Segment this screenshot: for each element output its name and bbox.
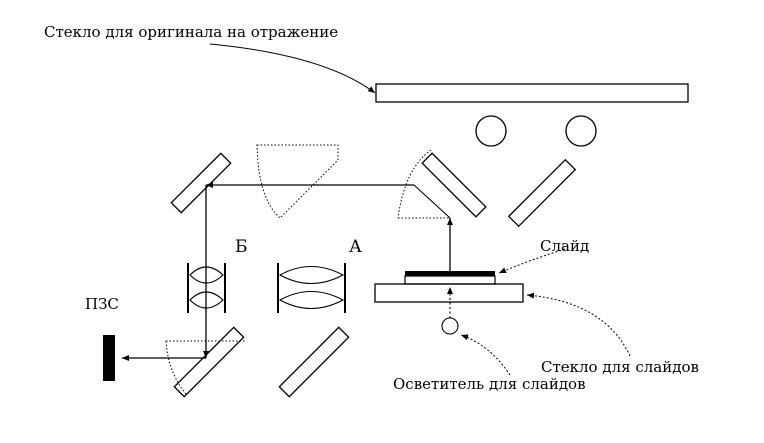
lamp-right bbox=[565, 115, 597, 147]
callout-slide-glass bbox=[526, 292, 631, 357]
ccd-sensor bbox=[103, 335, 115, 381]
mirror-bottom-middle bbox=[278, 326, 350, 398]
mirror-far-right bbox=[507, 158, 577, 228]
lens-a bbox=[277, 263, 346, 313]
slide-illuminator bbox=[441, 317, 459, 335]
lens-b bbox=[187, 263, 226, 313]
slide bbox=[405, 271, 495, 276]
slide-glass bbox=[374, 283, 524, 303]
mirror-top-right bbox=[421, 152, 487, 218]
label-lens-a: А bbox=[349, 237, 362, 257]
rotation-sweep-top-right bbox=[397, 149, 432, 219]
beam-mirror-diagonal bbox=[413, 184, 451, 219]
label-slide-glass: Стекло для слайдов bbox=[541, 358, 699, 376]
mirror-top-left bbox=[170, 152, 232, 214]
label-lens-b: Б bbox=[235, 237, 248, 257]
slide-holder bbox=[404, 275, 496, 285]
rotation-sweep-top-center bbox=[256, 144, 339, 219]
lamp-left bbox=[475, 115, 507, 147]
callout-reflective-glass bbox=[209, 43, 376, 94]
reflective-original-glass bbox=[375, 83, 689, 103]
label-slide-illuminator: Осветитель для слайдов bbox=[393, 375, 586, 393]
callout-slide-illuminator bbox=[460, 334, 511, 376]
label-ccd: ПЗС bbox=[85, 295, 119, 313]
mirror-bottom-left bbox=[173, 326, 245, 398]
label-reflective-glass: Стекло для оригинала на отражение bbox=[44, 23, 338, 41]
rotation-sweep-bottom-left-arc bbox=[165, 340, 187, 395]
label-slide: Слайд bbox=[540, 237, 589, 255]
